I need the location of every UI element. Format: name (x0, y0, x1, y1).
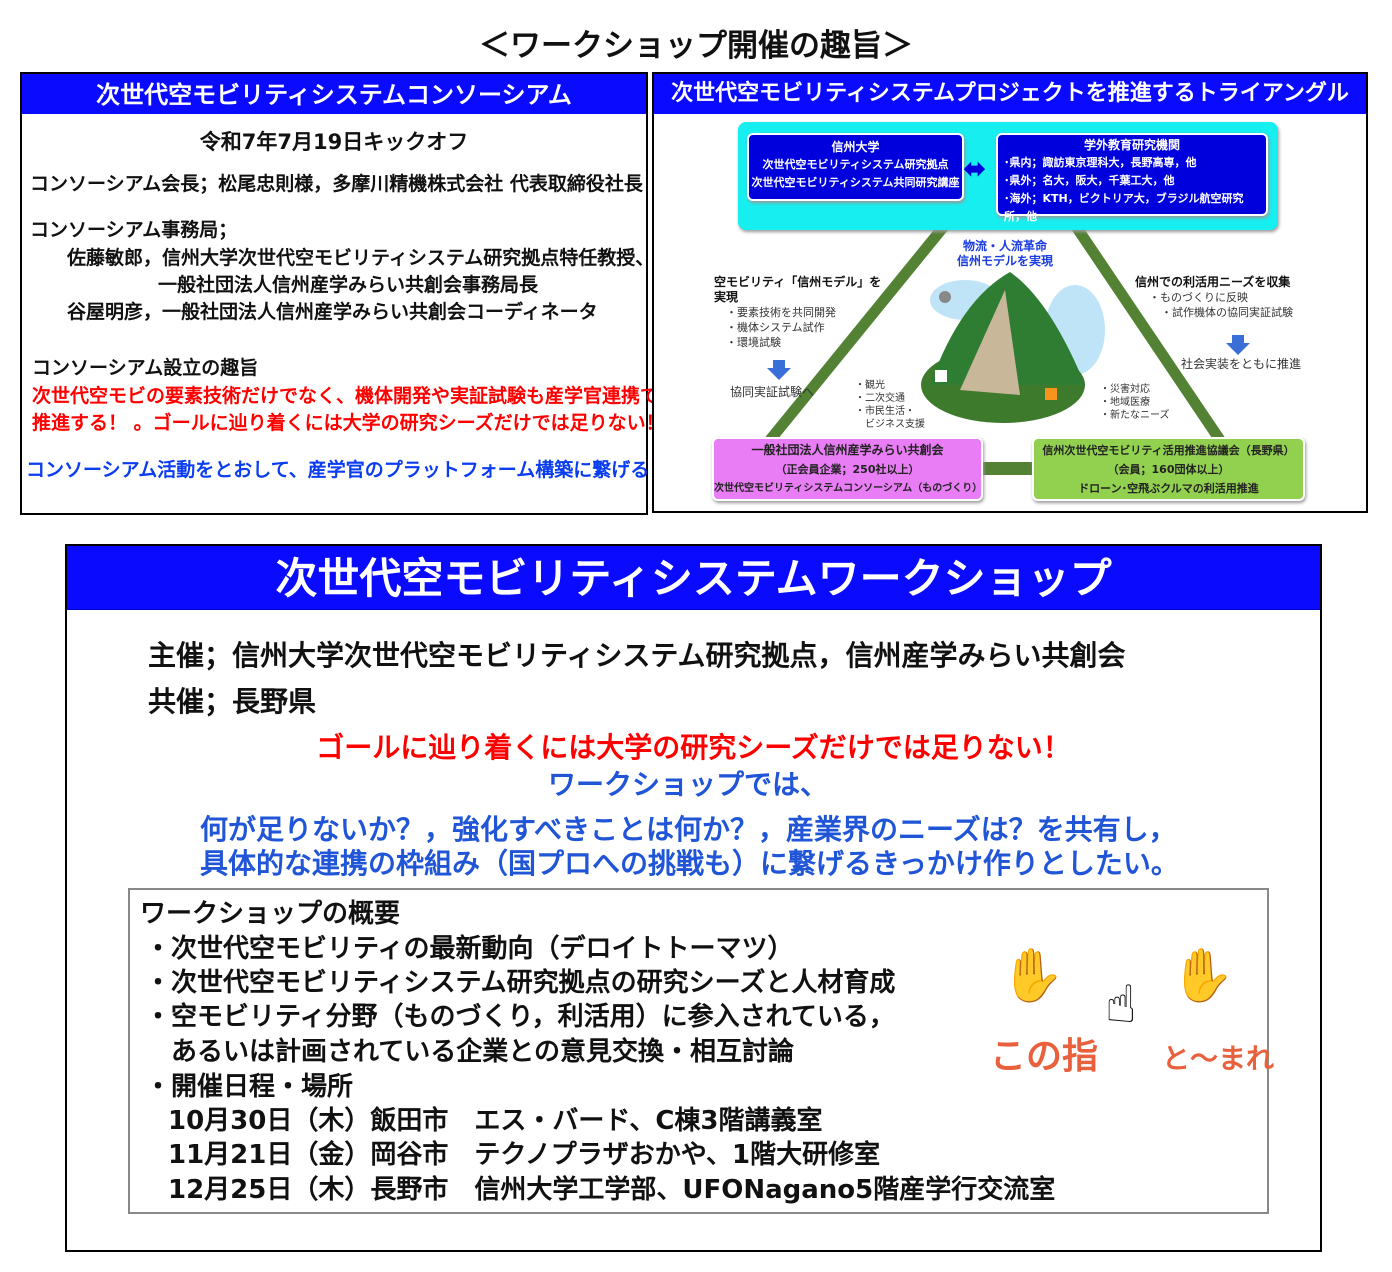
leftside-item-2: ・機体システム試作 (726, 321, 825, 334)
chair: コンソーシアム会長；松尾忠則様，多摩川精機株式会社 代表取締役社長 (30, 173, 643, 195)
triangle-diagram-lines (765, 221, 1250, 475)
rightside-title: 信州での利活用ニーズを収集 (1135, 275, 1291, 289)
uses-left: ・観光 ・二次交通 ・市民生活・ ビジネス支援 (855, 379, 925, 431)
workshop-red-message: ゴールに辿り着くには大学の研究シーズだけでは足りない！ (316, 731, 1071, 764)
overview-item: ・次世代空モビリティシステム研究拠点の研究シーズと人材育成 (145, 968, 896, 998)
consortium-header: 次世代空モビリティシステムコンソーシアム (22, 74, 646, 114)
right-side-text: 信州での利活用ニーズを収集 ・ものづくりに反映 ・試作機体の協同実証試験 (1135, 275, 1293, 320)
external-institutes-box: 学外教育研究機関 ･県内；諏訪東京理科大，長野高専，他 ･県外；名大，阪大，千葉… (996, 133, 1268, 223)
hand-icon: ✋ (1000, 946, 1065, 1006)
leftside-item-1: ・要素技術を共同開発 (726, 306, 836, 319)
use-item: ・観光 (855, 380, 885, 391)
leftside-after: 協同実証試験へ (730, 385, 815, 399)
left-side-text: 空モビリティ「信州モデル」を 実現 ・要素技術を共同開発 ・機体システム試作 ・… (714, 275, 881, 350)
shinshu-univ-box: 信州大学 次世代空モビリティシステム研究拠点 次世代空モビリティシステム共同研究… (747, 133, 964, 201)
overview-box (128, 888, 1269, 1214)
overview-title: ワークショップの概要 (140, 899, 401, 929)
use-item: ・市民生活・ (855, 406, 915, 417)
green-line-3: ドローン･空飛ぶクルマの利活用推進 (1078, 482, 1259, 495)
center-line-2: 信州モデルを実現 (956, 254, 1053, 268)
ext-line-3: ･海外；KTH，ビクトリア大，ブラジル航空研究所，他 (1004, 192, 1244, 223)
office-member-2: 谷屋明彦，一般社団法人信州産学みらい共創会コーディネータ (67, 301, 598, 323)
schedule-item: 11月21日（金）岡谷市 テクノプラザおかや、1階大研修室 (168, 1140, 881, 1170)
overview-item: ・開催日程・場所 (145, 1072, 354, 1102)
hand-icon: ✋ (1170, 946, 1235, 1006)
ext-line-2: ･県外；名大，阪大，千葉工大，他 (1004, 174, 1175, 187)
schedule-item: 10月30日（木）飯田市 エス・バード、C棟3階講義室 (168, 1106, 823, 1136)
use-item: ・災害対応 (1100, 384, 1150, 395)
workshop-header: 次世代空モビリティシステムワークショップ (67, 546, 1320, 610)
ext-line-1: ･県内；諏訪東京理科大，長野高専，他 (1004, 156, 1197, 169)
use-item: ・二次交通 (855, 393, 905, 404)
use-item: ビジネス支援 (855, 419, 925, 430)
overview-item: ・空モビリティ分野（ものづくり，利活用）に参入されている， (145, 1002, 895, 1032)
workshop-blue-1: ワークショップでは、 (548, 768, 829, 801)
triangle-header: 次世代空モビリティシステムプロジェクトを推進するトライアングル (654, 74, 1366, 114)
purpose-red-1: 次世代空モビの要素技術だけでなく、機体開発や実証試験も産学官連携で (32, 385, 660, 407)
workshop-blue-2: 何が足りないか？，強化すべきことは何か？，産業界のニーズは？を共有し， (200, 813, 1177, 846)
kickoff-date: 令和7年7月19日キックオフ (199, 130, 469, 154)
schedule-item: 12月25日（木）長野市 信州大学工学部、UFONagano5階産学行交流室 (168, 1175, 1056, 1205)
leftside-item-3: ・環境試験 (726, 336, 781, 349)
purpose-label: コンソーシアム設立の趣旨 (32, 357, 259, 379)
center-line-1: 物流・人流革命 (962, 239, 1047, 253)
illustration-text-b: と～まれ (1162, 1042, 1275, 1075)
pink-line-2: （正会員企業；250社以上） (775, 463, 920, 476)
rightside-after: 社会実装をともに推進 (1181, 357, 1302, 371)
workshop-panel: 次世代空モビリティシステムワークショップ (65, 544, 1322, 1252)
green-line-1: 信州次世代空モビリティ活用推進協議会（長野県） (1042, 444, 1295, 457)
univ-title: 信州大学 (831, 140, 880, 154)
pointing-hand-icon: ☝ (1105, 975, 1137, 1035)
leftside-title-2: 実現 (714, 290, 739, 304)
mountain-illustration (921, 272, 1105, 423)
office-member-1-role: 一般社団法人信州産学みらい共創会事務局長 (158, 274, 539, 296)
double-arrow-icon: ⬌ (963, 152, 987, 185)
purpose-red-2: 推進する！ 。ゴールに辿り着くには大学の研究シーズだけでは足りない！ (32, 412, 665, 434)
use-item: ・新たなニーズ (1100, 410, 1170, 421)
overview-item: ・次世代空モビリティの最新動向（デロイトトーマツ） (145, 934, 794, 964)
consortium-panel: 次世代空モビリティシステムコンソーシアム (20, 72, 648, 515)
center-caption: 物流・人流革命 信州モデルを実現 (950, 239, 1060, 269)
leftside-title-1: 空モビリティ「信州モデル」を (714, 275, 882, 289)
workshop-blue-3: 具体的な連携の枠組み（国プロへの挑戦も）に繋げるきっかけ作りとしたい。 (200, 847, 1179, 880)
green-box: 信州次世代空モビリティ活用推進協議会（長野県） （会員；160団体以上） ドロー… (1032, 437, 1305, 501)
green-line-2: （会員；160団体以上） (1107, 463, 1230, 476)
uses-right: ・災害対応 ・地域医療 ・新たなニーズ (1100, 383, 1170, 422)
pink-line-3: 次世代空モビリティシステムコンソーシアム（ものづくり） (714, 483, 983, 494)
hand-illustration: ✋ ☝ ✋ この指 と～まれ (990, 945, 1274, 1080)
office-member-1: 佐藤敏郎，信州大学次世代空モビリティシステム研究拠点特任教授、 (67, 247, 655, 269)
univ-line-2: 次世代空モビリティシステム共同研究講座 (751, 176, 960, 189)
purpose-blue: コンソーシアム活動をとおして、産学官のプラットフォーム構築に繋げる！ (26, 459, 669, 481)
use-item: ・地域医療 (1100, 397, 1150, 408)
rightside-item-1: ・ものづくりに反映 (1149, 291, 1248, 304)
host: 主催；信州大学次世代空モビリティシステム研究拠点，信州産学みらい共創会 (148, 639, 1126, 672)
rightside-item-2: ・試作機体の協同実証試験 (1161, 306, 1293, 319)
pink-line-1: 一般社団法人信州産学みらい共創会 (751, 443, 944, 457)
page-title: ＜ワークショップ開催の趣旨＞ (479, 28, 913, 64)
overview-item: あるいは計画されている企業との意見交換・相互討論 (145, 1037, 794, 1067)
pink-box: 一般社団法人信州産学みらい共創会 （正会員企業；250社以上） 次世代空モビリテ… (712, 437, 983, 501)
cohost: 共催；長野県 (148, 685, 317, 718)
univ-line-1: 次世代空モビリティシステム研究拠点 (762, 158, 949, 171)
illustration-text-a: この指 (990, 1036, 1099, 1077)
office-label: コンソーシアム事務局； (30, 219, 238, 241)
ext-title: 学外教育研究機関 (1083, 138, 1180, 152)
